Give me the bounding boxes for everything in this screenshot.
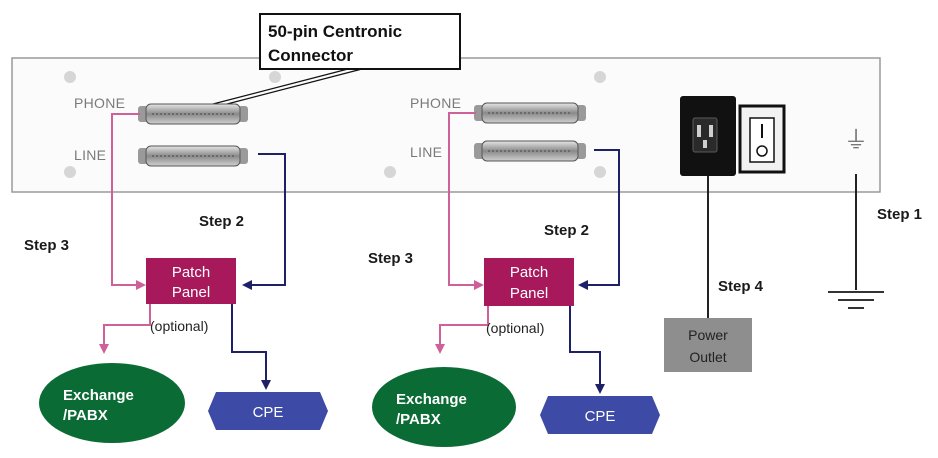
navy-cable-cpe xyxy=(569,302,605,394)
power-outlet: Power Outlet xyxy=(664,318,752,372)
pink-cable-exchange xyxy=(435,304,489,354)
phone-label: PHONE xyxy=(410,95,461,111)
navy-cable-cpe xyxy=(231,300,271,390)
power-switch-icon xyxy=(738,104,786,174)
step-2-label: Step 2 xyxy=(199,213,244,230)
earth-ground-icon xyxy=(828,291,884,309)
navy-cable-line xyxy=(578,149,620,290)
connector-callout: 50-pin Centronic Connector xyxy=(212,13,461,105)
navy-cable-line xyxy=(242,153,286,290)
screw-holes xyxy=(64,71,606,178)
exchange-pabx: Exchange /PABX xyxy=(39,363,185,443)
cpe: CPE xyxy=(540,396,660,434)
patch-panel: Patch Panel xyxy=(146,258,236,304)
ground-terminal-icon: ⏚ xyxy=(844,127,868,154)
pink-cable-exchange xyxy=(99,302,151,354)
cpe-label: CPE xyxy=(253,404,284,421)
ground-section: ⏚ Step 1 xyxy=(828,127,922,309)
power-section: Step 4 Power Outlet xyxy=(664,96,786,372)
phone-label: PHONE xyxy=(74,95,125,111)
step-3-label: Step 3 xyxy=(368,250,413,267)
line-label: LINE xyxy=(410,144,442,160)
step-2-label: Step 2 xyxy=(544,222,589,239)
power-outlet-line2: Outlet xyxy=(689,349,726,365)
optional-label: (optional) xyxy=(486,320,544,336)
unit-2: PHONE LINE Step 2 Step 3 Patch Panel (op… xyxy=(368,95,660,447)
optional-label: (optional) xyxy=(150,318,208,334)
unit-1: PHONE LINE Step 2 Step 3 Patch Panel xyxy=(24,95,328,443)
step-1-label: Step 1 xyxy=(877,206,922,223)
exchange-line2: /PABX xyxy=(63,407,108,424)
line-connector xyxy=(474,140,586,162)
patch-panel: Patch Panel xyxy=(484,258,574,306)
phone-connector xyxy=(474,102,586,124)
callout-line1: 50-pin Centronic xyxy=(268,22,402,41)
patch-panel-line2: Panel xyxy=(510,285,548,302)
line-connector xyxy=(138,145,248,167)
power-outlet-line1: Power xyxy=(688,327,728,343)
exchange-line1: Exchange xyxy=(63,387,134,404)
cpe-label: CPE xyxy=(585,408,616,425)
line-label: LINE xyxy=(74,147,106,163)
callout-line2: Connector xyxy=(268,46,353,65)
step-4-label: Step 4 xyxy=(718,278,764,295)
patch-panel-line2: Panel xyxy=(172,284,210,301)
power-inlet-icon xyxy=(680,96,736,176)
phone-connector xyxy=(138,103,248,125)
step-3-label: Step 3 xyxy=(24,237,69,254)
patch-panel-line1: Patch xyxy=(172,264,210,281)
exchange-line2: /PABX xyxy=(396,411,441,428)
patch-panel-line1: Patch xyxy=(510,264,548,281)
pink-cable-phone xyxy=(448,112,484,290)
exchange-line1: Exchange xyxy=(396,391,467,408)
pink-cable-phone xyxy=(111,113,146,290)
exchange-pabx: Exchange /PABX xyxy=(372,367,516,447)
cpe: CPE xyxy=(208,392,328,430)
